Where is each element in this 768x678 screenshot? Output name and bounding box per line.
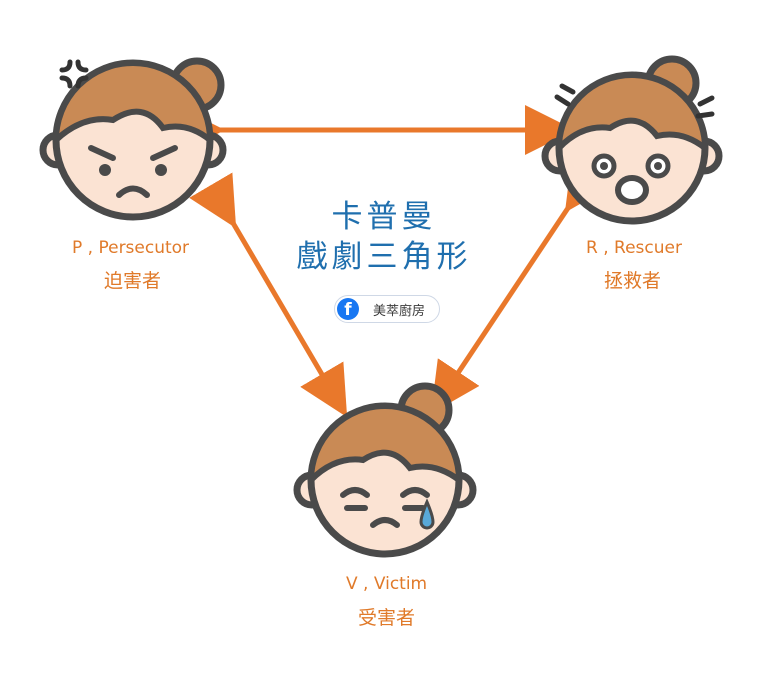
rescuer-label-en: R , Rescuer xyxy=(586,238,682,258)
persecutor-label-en: P , Persecutor xyxy=(72,238,190,258)
source-badge: f 美萃廚房 xyxy=(334,295,441,323)
persecutor-label-zh: 迫害者 xyxy=(104,270,162,292)
arrow-rescuer-victim xyxy=(430,157,614,414)
rescuer-face-icon xyxy=(541,55,723,225)
victim-label-zh: 受害者 xyxy=(358,607,416,629)
diagram-title-line1: 卡普曼 xyxy=(331,199,437,235)
victim-face-icon xyxy=(293,382,477,558)
persecutor-face-icon xyxy=(39,57,227,221)
arrow-persecutor-victim xyxy=(189,172,348,418)
facebook-icon: f xyxy=(337,298,359,320)
surprise-lines-icon xyxy=(554,83,715,119)
source-badge-text: 美萃廚房 xyxy=(373,303,426,319)
arrows xyxy=(175,105,614,418)
victim-label-en: V , Victim xyxy=(346,574,428,594)
rescuer-label-zh: 拯救者 xyxy=(604,270,662,292)
diagram-title-line2: 戲劇三角形 xyxy=(296,239,472,275)
anger-mark-icon xyxy=(59,59,89,89)
